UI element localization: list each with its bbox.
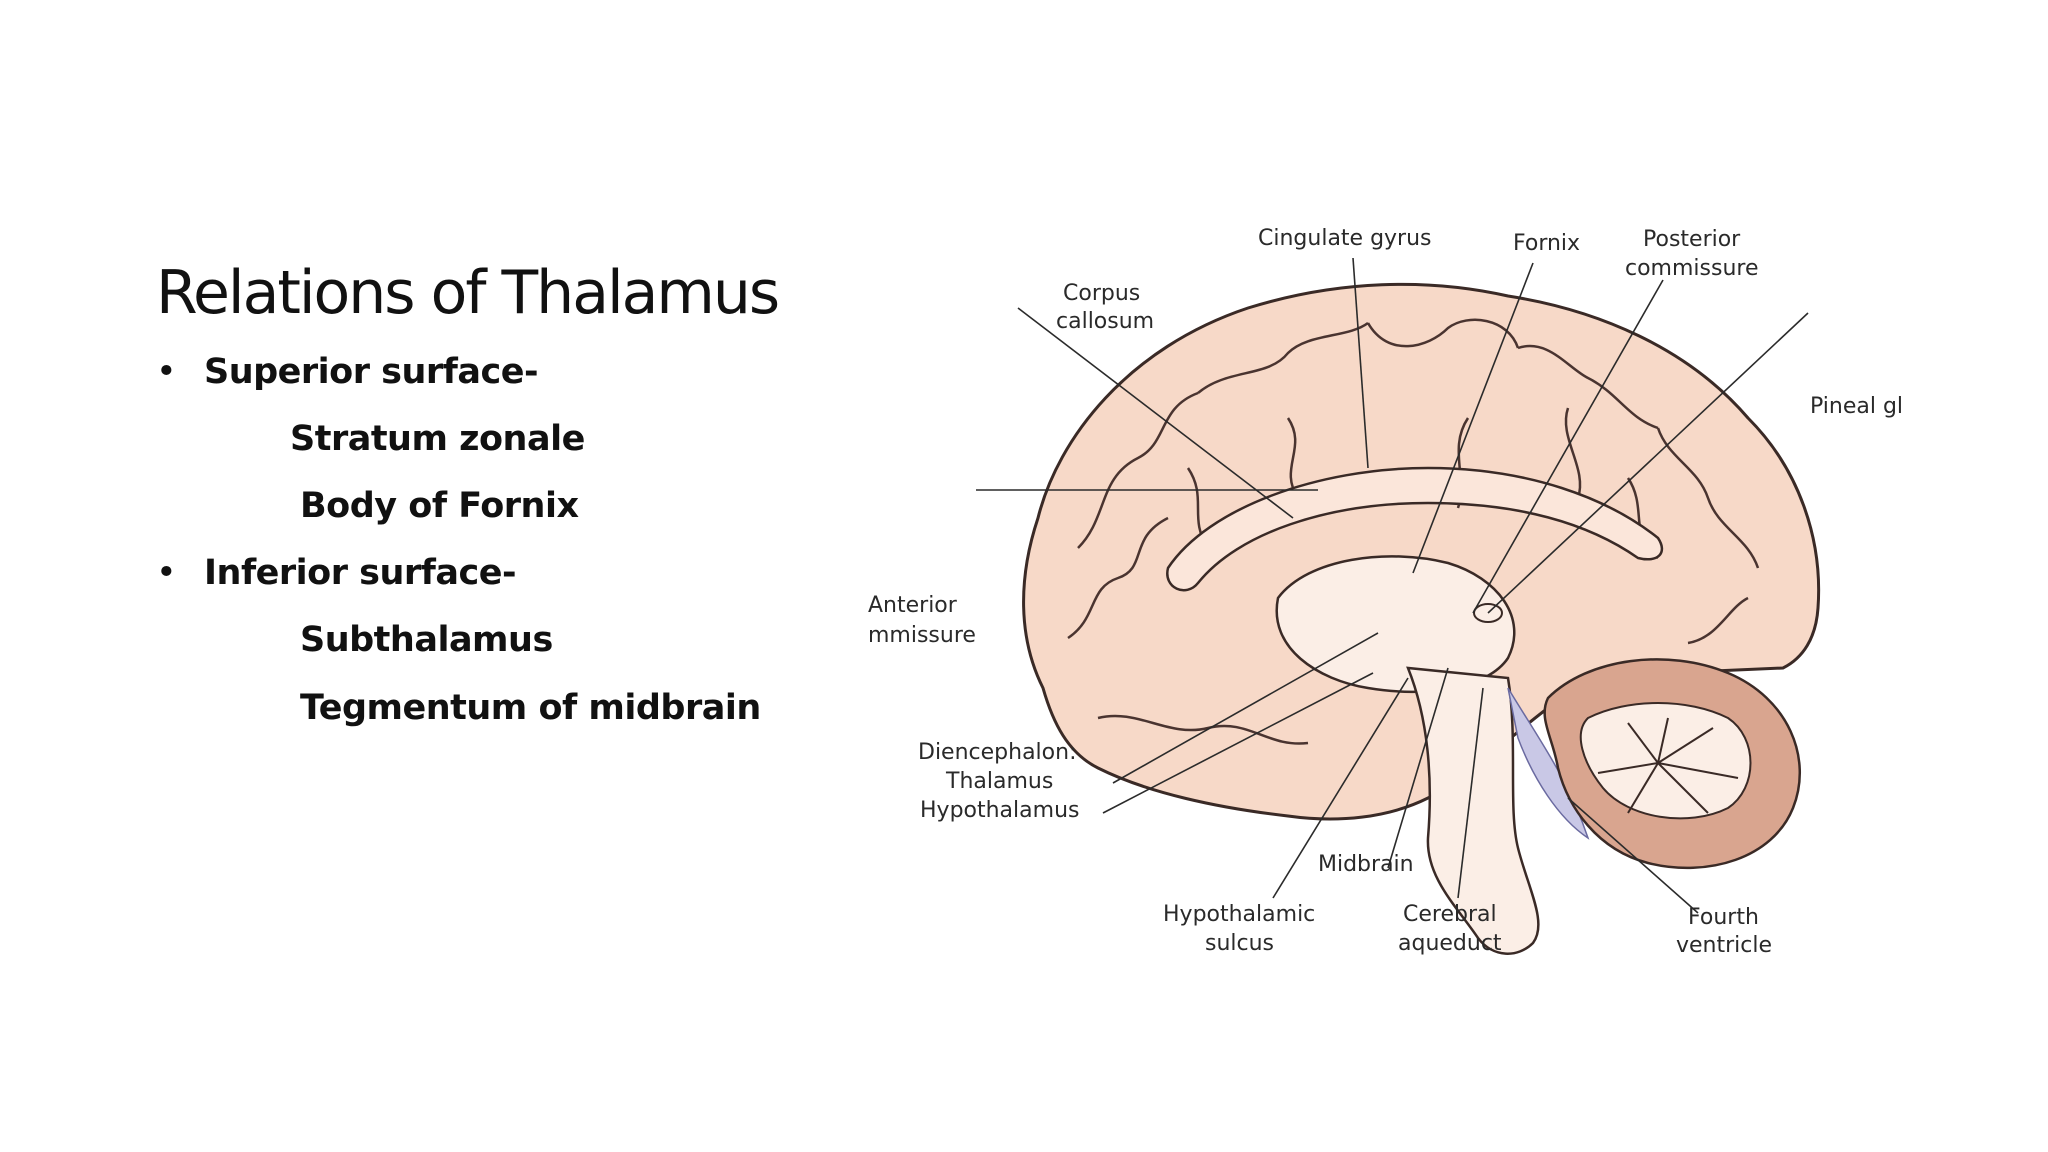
label-cerebral-aqueduct-1: Cerebral — [1403, 902, 1497, 927]
label-fourth-ventricle-2: ventricle — [1676, 933, 1772, 958]
label-pineal-gland: Pineal gl — [1810, 394, 1903, 419]
label-anterior-commissure-2: mmissure — [868, 623, 976, 648]
slide-title: Relations of Thalamus — [156, 258, 780, 328]
bullet-inferior-surface: • Inferior surface- — [156, 553, 517, 593]
label-hypothalamic-sulcus-2: sulcus — [1205, 931, 1274, 956]
label-hypothalamus: Hypothalamus — [920, 798, 1079, 823]
bullet-label: Inferior surface- — [204, 553, 517, 593]
label-cerebral-aqueduct-2: aqueduct — [1398, 931, 1502, 956]
diencephalon — [1275, 555, 1516, 693]
label-fornix: Fornix — [1513, 231, 1580, 256]
label-posterior-commissure-1: Posterior — [1643, 227, 1741, 252]
label-corpus-callosum-1: Corpus — [1063, 281, 1140, 306]
cerebellum-folia — [1597, 717, 1739, 814]
label-fourth-ventricle-1: Fourth — [1688, 905, 1759, 930]
label-thalamus: Thalamus — [945, 769, 1053, 794]
label-corpus-callosum-2: callosum — [1056, 309, 1154, 334]
subitem-subthalamus: Subthalamus — [300, 620, 553, 660]
subitem-body-of-fornix: Body of Fornix — [300, 486, 579, 526]
label-midbrain: Midbrain — [1318, 852, 1414, 877]
bullet-label: Superior surface- — [204, 352, 539, 392]
fourth-ventricle — [1507, 687, 1590, 840]
label-anterior-commissure-1: Anterior — [868, 593, 958, 618]
brainstem — [1406, 666, 1540, 955]
brain-sagittal-svg: Cingulate gyrus Fornix Posterior commiss… — [868, 226, 1903, 958]
label-diencephalon: Diencephalon: — [918, 740, 1076, 765]
subitem-stratum-zonale: Stratum zonale — [290, 419, 585, 459]
subitem-tegmentum-of-midbrain: Tegmentum of midbrain — [300, 688, 761, 728]
label-posterior-commissure-2: commissure — [1625, 256, 1759, 281]
brain-diagram: Cingulate gyrus Fornix Posterior commiss… — [868, 218, 1908, 998]
label-hypothalamic-sulcus-1: Hypothalamic — [1163, 902, 1315, 927]
bullet-dot: • — [156, 352, 177, 392]
bullet-superior-surface: • Superior surface- — [156, 352, 539, 392]
leader-lines — [976, 257, 1809, 914]
gyri-folds — [1067, 318, 1760, 745]
bullet-dot: • — [156, 553, 177, 593]
label-cingulate-gyrus: Cingulate gyrus — [1258, 226, 1432, 251]
